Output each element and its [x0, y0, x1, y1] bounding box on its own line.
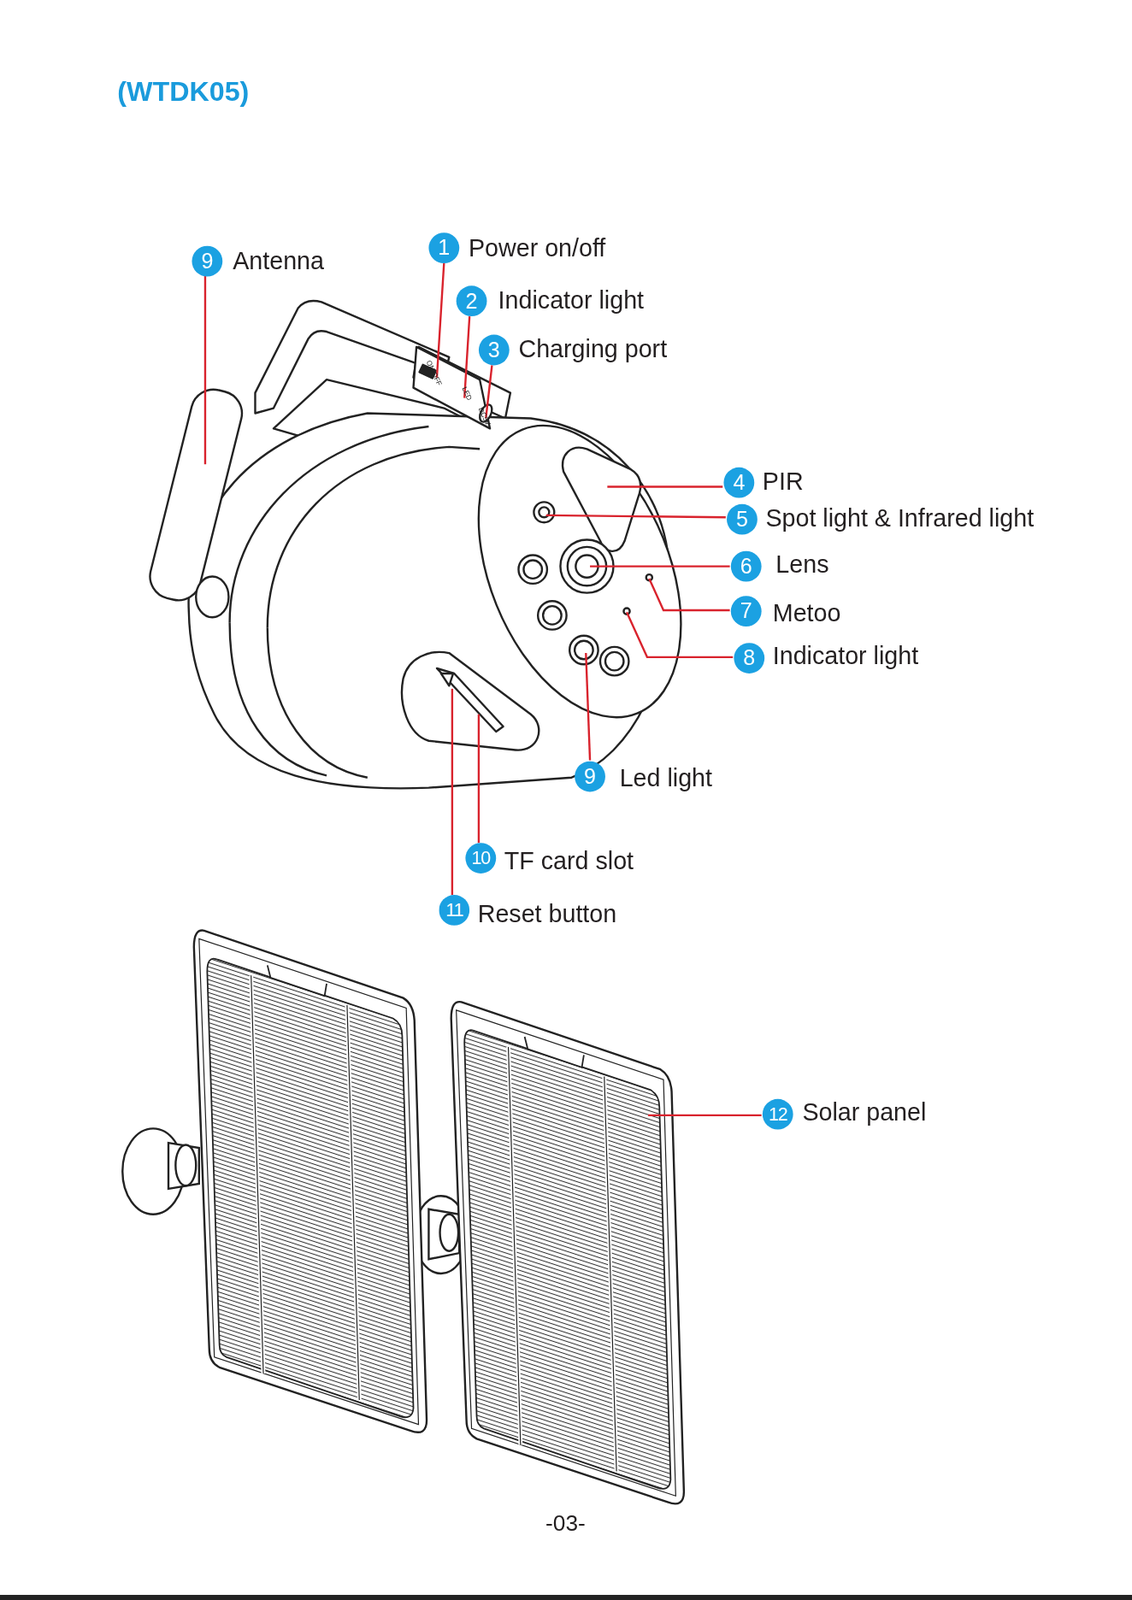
- part-label: Led light: [619, 763, 713, 795]
- panel-marking: DC5V: [476, 406, 492, 427]
- part-label: Antenna: [232, 246, 325, 278]
- page-number: -03-: [514, 1509, 617, 1539]
- callout-number: 4: [723, 467, 755, 499]
- callout-number: 12: [762, 1099, 794, 1131]
- panel-marking: ON/OFF: [424, 359, 443, 388]
- callout-number: 2: [456, 285, 488, 317]
- callout-number: 11: [438, 895, 470, 926]
- model-title: (WTDK05): [117, 76, 249, 109]
- callout-number: 8: [733, 642, 765, 674]
- callout-number: 9: [191, 246, 223, 278]
- part-label: Indicator light: [772, 641, 919, 673]
- callout-number: 1: [428, 232, 460, 264]
- callout-number: 3: [478, 335, 510, 366]
- callout-number: 7: [731, 595, 762, 627]
- callout-number: 6: [731, 551, 762, 583]
- callout-number: 9: [574, 761, 606, 793]
- part-label: Reset button: [477, 899, 617, 931]
- part-label: Charging port: [518, 333, 667, 365]
- part-label: Spot light & Infrared light: [765, 503, 1034, 535]
- callout-number: 5: [726, 504, 758, 536]
- part-label: Metoo: [772, 598, 842, 630]
- part-label: Power on/off: [468, 232, 606, 264]
- part-label: PIR: [762, 466, 804, 498]
- part-label: Lens: [775, 548, 829, 580]
- part-label: TF card slot: [504, 846, 634, 878]
- part-label: Solar panel: [801, 1096, 926, 1128]
- callout-number: 10: [465, 843, 496, 874]
- panel-marking: LED: [459, 385, 474, 402]
- part-label: Indicator light: [498, 284, 644, 316]
